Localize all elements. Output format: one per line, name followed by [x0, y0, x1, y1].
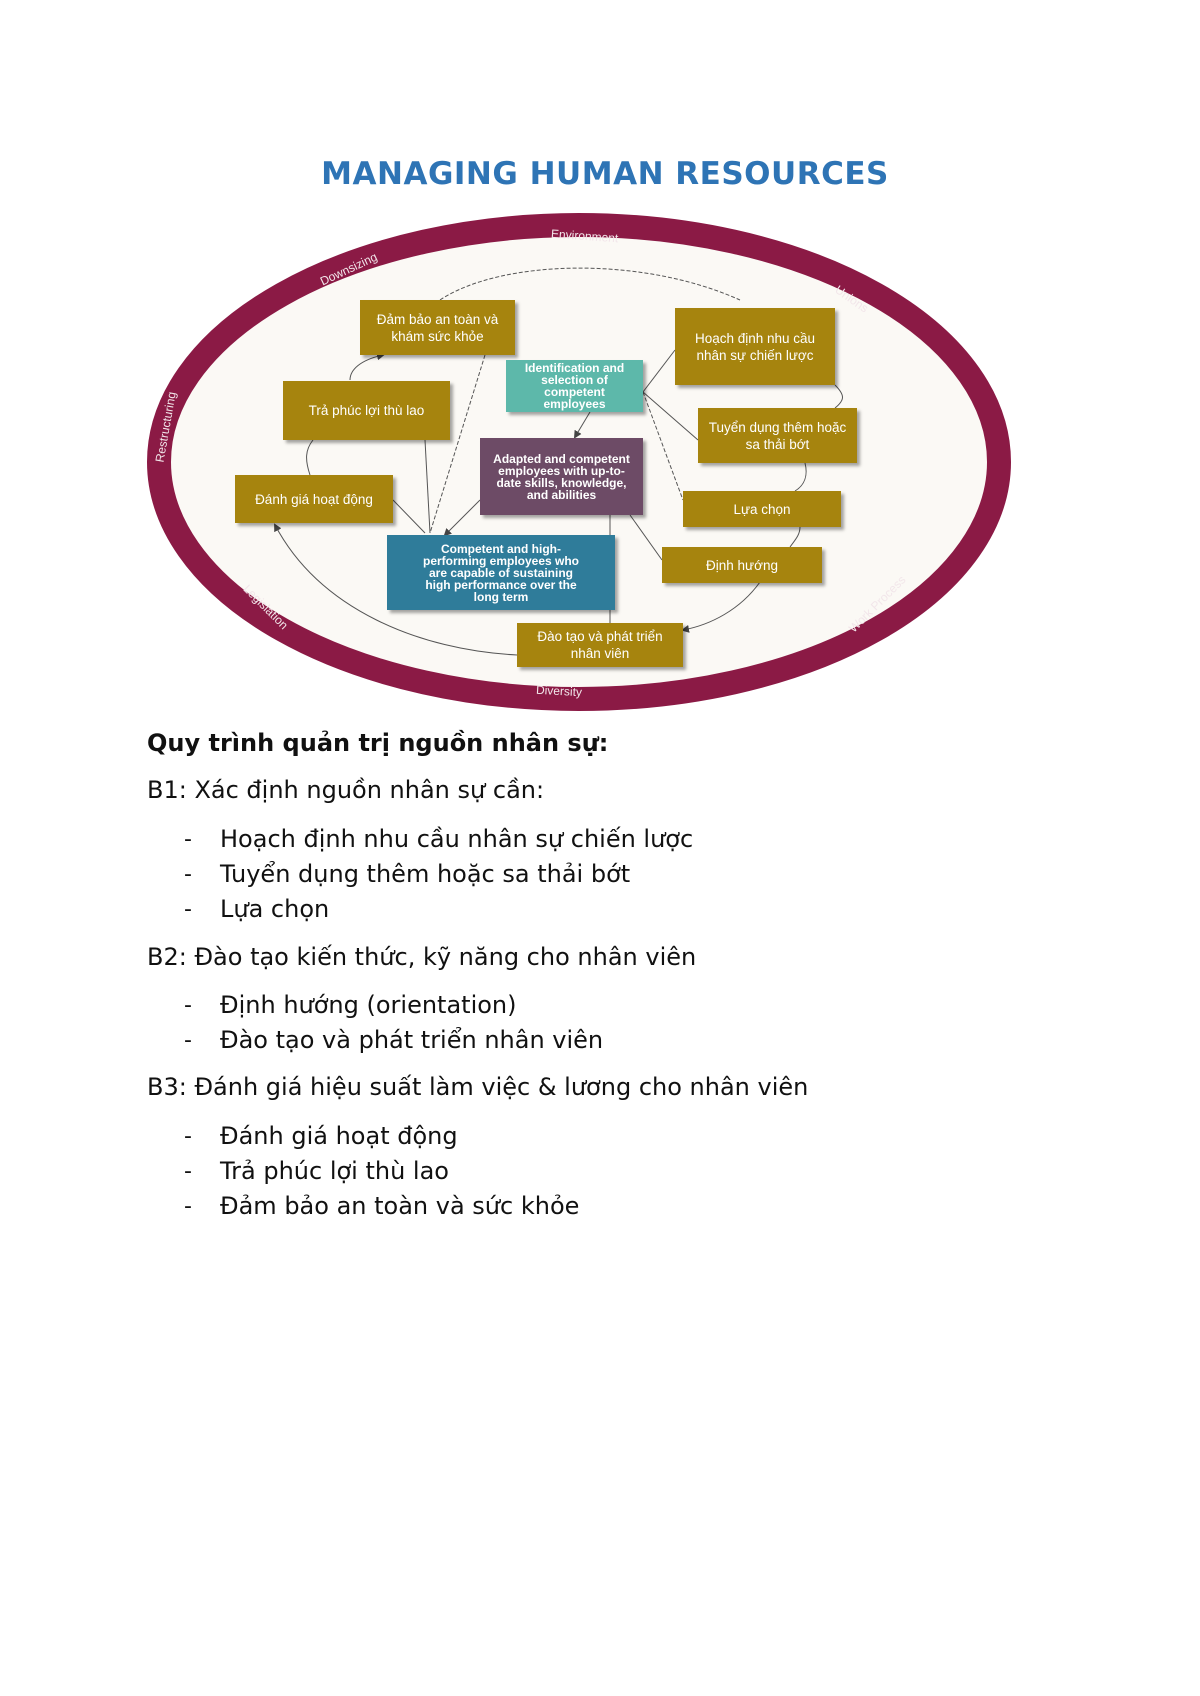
bullet-dash: - — [184, 1124, 192, 1149]
bullet-dash: - — [184, 1028, 192, 1053]
box-orientation: Định hướng — [662, 547, 822, 583]
process-heading: Quy trình quản trị nguồn nhân sự: — [147, 729, 609, 757]
box-benefits: Trả phúc lợi thù lao — [283, 381, 450, 440]
box-training: Đào tạo và phát triển nhân viên — [517, 623, 683, 667]
cycle-arrow-left — [306, 355, 383, 476]
step-2-item: Định hướng (orientation) — [220, 991, 517, 1019]
ring-label-diversity: Diversity — [535, 682, 583, 700]
bullet-dash: - — [184, 1194, 192, 1219]
hr-process-diagram: Environment Downsizing Unions Restructur… — [0, 0, 1200, 760]
cycle-arrow-top — [439, 267, 741, 301]
step-3-item: Đánh giá hoạt động — [220, 1122, 458, 1150]
step-3-item: Đảm bảo an toàn và sức khỏe — [220, 1192, 580, 1220]
box-selection: Lựa chọn — [683, 491, 841, 527]
step-3-label: B3: Đánh giá hiệu suất làm việc & lương … — [147, 1073, 809, 1101]
link-identification-adapted — [573, 411, 591, 439]
link-adapted-orientation — [629, 514, 663, 561]
link-appraisal-competent — [392, 499, 426, 534]
link-identification-selection — [642, 391, 684, 501]
bullet-dash: - — [184, 993, 192, 1018]
cycle-arrow-right — [683, 384, 843, 630]
link-identification-recruitment — [642, 391, 699, 441]
cycle-arrow-bottom — [274, 523, 518, 656]
box-competent: Competent and high-performing employees … — [387, 535, 615, 610]
box-planning: Hoạch định nhu cầu nhân sự chiến lược — [675, 308, 835, 385]
page-title: MANAGING HUMAN RESOURCES — [321, 156, 889, 192]
step-1-item: Tuyển dụng thêm hoặc sa thải bớt — [220, 860, 631, 888]
step-1-label: B1: Xác định nguồn nhân sự cần: — [147, 776, 545, 804]
link-adapted-competent — [443, 499, 481, 537]
step-1-item: Lựa chọn — [220, 895, 330, 923]
box-safety: Đảm bảo an toàn và khám sức khỏe — [360, 300, 515, 355]
step-1-item: Hoạch định nhu cầu nhân sự chiến lược — [220, 825, 694, 853]
box-adapted: Adapted and competent employees with up-… — [480, 438, 643, 515]
box-appraisal: Đánh giá hoạt động — [235, 475, 393, 523]
link-identification-planning — [642, 349, 676, 393]
bullet-dash: - — [184, 1159, 192, 1184]
box-identification: Identification and selection of competen… — [506, 360, 643, 412]
bullet-dash: - — [184, 897, 192, 922]
bullet-dash: - — [184, 827, 192, 852]
step-3-item: Trả phúc lợi thù lao — [220, 1157, 449, 1185]
link-safety-competent — [429, 354, 486, 534]
bullet-dash: - — [184, 862, 192, 887]
step-2-item: Đào tạo và phát triển nhân viên — [220, 1026, 604, 1054]
box-recruitment: Tuyển dụng thêm hoặc sa thải bớt — [698, 408, 857, 463]
link-benefits-competent — [424, 439, 431, 534]
step-2-label: B2: Đào tạo kiến thức, kỹ năng cho nhân … — [147, 943, 697, 971]
